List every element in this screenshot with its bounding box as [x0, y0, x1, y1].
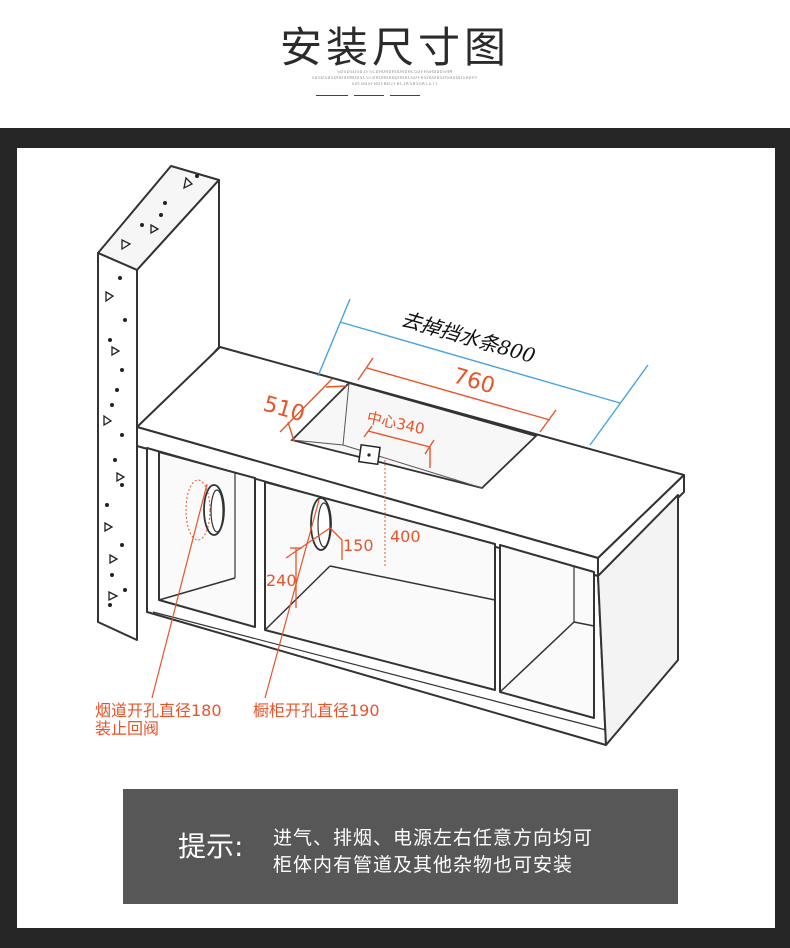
flue-hole	[203, 484, 225, 536]
tip-line-2: 柜体内有管道及其他杂物也可安装	[273, 854, 574, 876]
subtitle-line-1: SDSDSDSDJFSCDHUHDHUDHDHCGDFHSHDDDSHM	[337, 70, 453, 75]
dim-150: 150	[343, 536, 374, 555]
wall-dots	[105, 174, 199, 607]
dim-150-lines	[285, 527, 343, 560]
flue-label-line2: 装止回阀	[95, 719, 159, 738]
cabinet-hole	[310, 497, 332, 551]
wall-column	[97, 165, 220, 641]
cabinet-label: 橱柜开孔直径190	[253, 701, 380, 720]
leader-lines	[151, 483, 320, 699]
dim-240-lines	[290, 547, 302, 608]
tip-line-1: 进气、排烟、电源左右任意方向均可	[273, 827, 594, 849]
tip-label: 提示:	[178, 830, 244, 863]
header: 安装尺寸图 SDSDSDSDJFSCDHUHDHUDHDHCGDFHSHDDDS…	[0, 0, 790, 128]
decor-dash-2	[354, 95, 384, 96]
sink-cutout	[290, 381, 538, 489]
dim-510-lines	[279, 378, 347, 442]
dim-240: 240	[266, 571, 297, 590]
page-title: 安装尺寸图	[279, 23, 510, 72]
decor-dash-3	[390, 95, 420, 96]
dim-760-lines	[357, 357, 557, 433]
dim-800-lines	[317, 298, 649, 446]
flue-label-line1: 烟道开孔直径180	[95, 701, 222, 720]
dim-400: 400	[390, 527, 421, 546]
hole-guides	[185, 460, 386, 568]
wall-triangles	[103, 176, 194, 602]
decor-dash-1	[316, 95, 348, 96]
dim-center-lines	[363, 425, 435, 468]
subtitle-line-3: SDFBDSFBDFBDJFBCJKSBSGKCGTT	[351, 82, 439, 87]
subtitle-line-2: SDSDSDSDHDUHNUDSCSCDHUHDHUDHDHCGDFHSHDDD…	[311, 76, 479, 81]
tip-box: 提示: 进气、排烟、电源左右任意方向均可 柜体内有管道及其他杂物也可安装	[123, 789, 678, 904]
